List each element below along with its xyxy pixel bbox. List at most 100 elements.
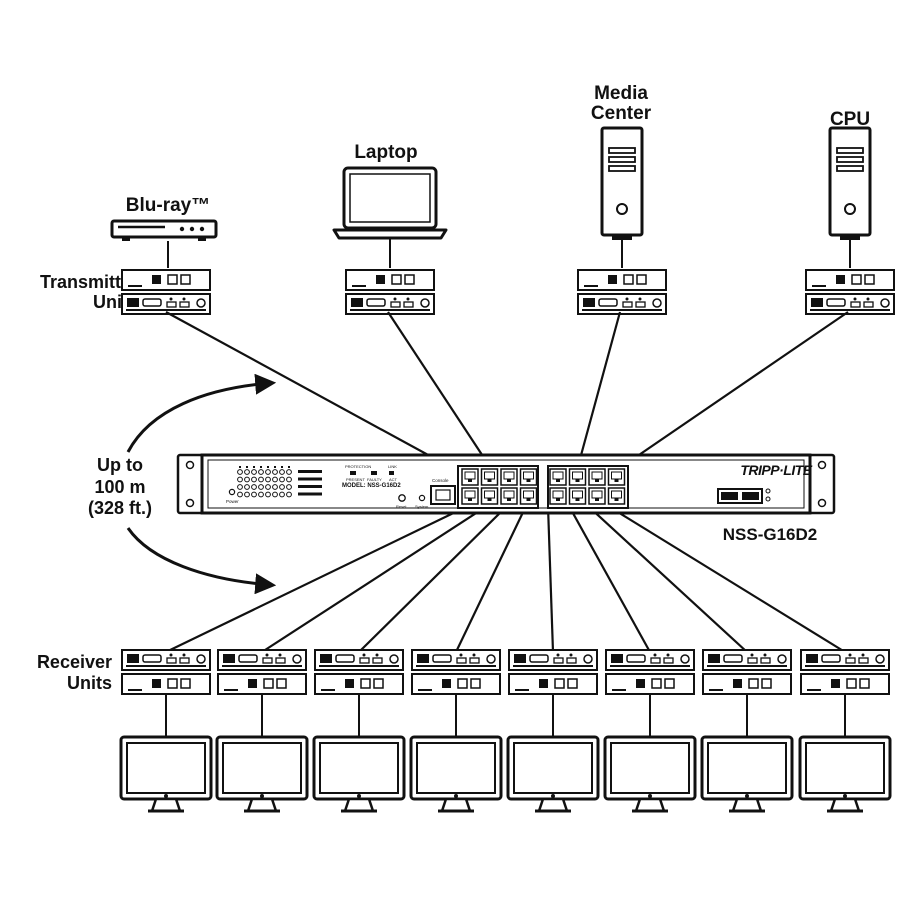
port-led [251, 491, 257, 498]
port-led [258, 484, 264, 490]
led [848, 653, 852, 657]
port-hdmi [403, 301, 414, 308]
monitor-icon-4 [409, 694, 503, 813]
label-strip [416, 665, 496, 667]
port-rj45-dark [127, 298, 139, 307]
monitor-screen [707, 742, 787, 794]
receiver-unit-3 [314, 649, 404, 695]
receiver-unit-7 [702, 649, 792, 695]
distance-label-line3: (328 ft.) [88, 498, 152, 518]
receiver-unit-6 [605, 649, 695, 695]
port-led [286, 469, 292, 475]
rj45-port-clip [575, 479, 580, 482]
led [763, 653, 767, 657]
rj45-port-socket [611, 471, 622, 480]
cable-rx-5 [546, 505, 555, 653]
port-rj45 [404, 274, 415, 285]
cable-rx-3 [358, 505, 508, 653]
system-led [418, 494, 426, 502]
led [375, 653, 379, 657]
monitor-icon-8 [798, 694, 892, 813]
port-dc [777, 654, 787, 664]
port-led [279, 476, 285, 483]
port-led [265, 469, 271, 475]
port-hdmi [863, 301, 874, 308]
port-hdmi [747, 657, 758, 664]
monitor-power-led [745, 794, 749, 798]
console-label: Console [432, 478, 449, 483]
port-led [272, 476, 278, 483]
rj45-port-clip [526, 498, 531, 501]
cpu-label: CPU [830, 109, 870, 130]
port-led [272, 469, 278, 475]
transmitter-units-label-line1: Transmitter [40, 272, 138, 292]
monitor-power-led [260, 794, 264, 798]
port-dc [652, 298, 662, 308]
port-vga [529, 654, 549, 663]
led [638, 297, 642, 301]
port-hdmi [850, 301, 861, 308]
monitor-power-led [648, 794, 652, 798]
port-rj45 [457, 678, 468, 689]
port-rj45-dark [351, 298, 363, 307]
rj45-port-socket [464, 471, 476, 480]
link-led [389, 471, 394, 475]
switch-model-label: NSS-G16D2 [723, 525, 817, 544]
distance-label-line2: 100 m [94, 477, 145, 497]
led [182, 653, 186, 657]
monitor-stand [440, 797, 472, 813]
port-hdmi [456, 657, 467, 664]
port-dc [389, 654, 399, 664]
rj45-port-socket [484, 471, 495, 480]
led-column-number [288, 466, 290, 468]
monitor-power-led [164, 794, 168, 798]
port-hdmi [275, 657, 286, 664]
label-strip [352, 285, 366, 287]
receiver-units [121, 649, 890, 695]
port-rj45-dark [417, 654, 429, 663]
led-column-number [253, 466, 255, 468]
port-power [636, 679, 645, 688]
port-vga [238, 654, 258, 663]
led [265, 653, 269, 657]
port-power [608, 275, 617, 284]
transmitter-unit-4 [805, 269, 895, 315]
arrow-down-to-receivers [126, 527, 277, 595]
port-dc [196, 654, 206, 664]
led-row-legend [298, 470, 322, 473]
port-rj45 [167, 678, 178, 689]
receiver-unit-8 [800, 649, 890, 695]
label-strip [128, 285, 142, 287]
port-rj45 [664, 678, 675, 689]
rj45-port-block [457, 465, 629, 509]
rj45-port-socket [552, 471, 564, 480]
port-led [251, 484, 257, 490]
rj45-port-socket [611, 490, 622, 499]
monitor-stand [634, 797, 666, 813]
port-hdmi [760, 657, 771, 664]
port-hdmi [372, 657, 383, 664]
cable-rx-2 [261, 505, 488, 653]
port-rj45-dark [127, 654, 139, 663]
rj45-port-clip [595, 479, 599, 482]
label-strip [709, 689, 723, 691]
transmitter-units [121, 269, 895, 315]
reset-button[interactable] [398, 494, 406, 502]
port-led [265, 484, 271, 490]
port-led [286, 476, 292, 483]
port-rj45 [567, 678, 578, 689]
led [459, 653, 463, 657]
monitor-stand [246, 797, 278, 813]
port-led [237, 476, 243, 483]
brand-logo: TRIPP·LITE [740, 462, 812, 478]
rj45-port-clip [507, 498, 511, 501]
transmitter-unit-2 [345, 269, 435, 315]
receiver-unit-2 [217, 649, 307, 695]
port-rj45 [180, 274, 191, 285]
port-hdmi [858, 657, 869, 664]
port-hdmi [650, 657, 661, 664]
receiver-units-label-line2: Units [67, 673, 112, 693]
port-led [251, 476, 257, 483]
port-rj45 [276, 678, 287, 689]
media-center-label-line2: Center [591, 103, 652, 124]
